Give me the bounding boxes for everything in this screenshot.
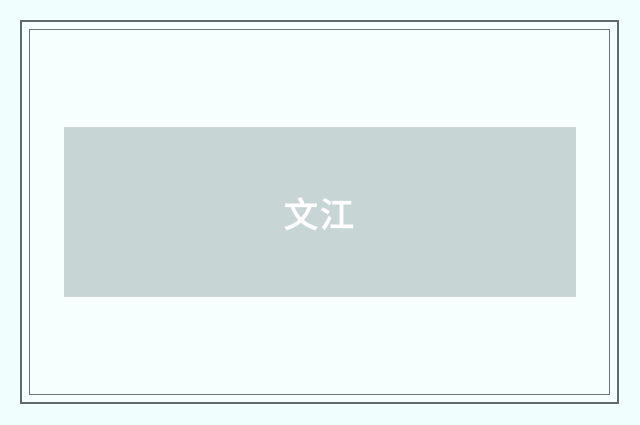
inner-frame — [29, 29, 610, 395]
banner-title: 文江 — [284, 195, 356, 236]
title-banner: 文江 — [64, 127, 576, 297]
